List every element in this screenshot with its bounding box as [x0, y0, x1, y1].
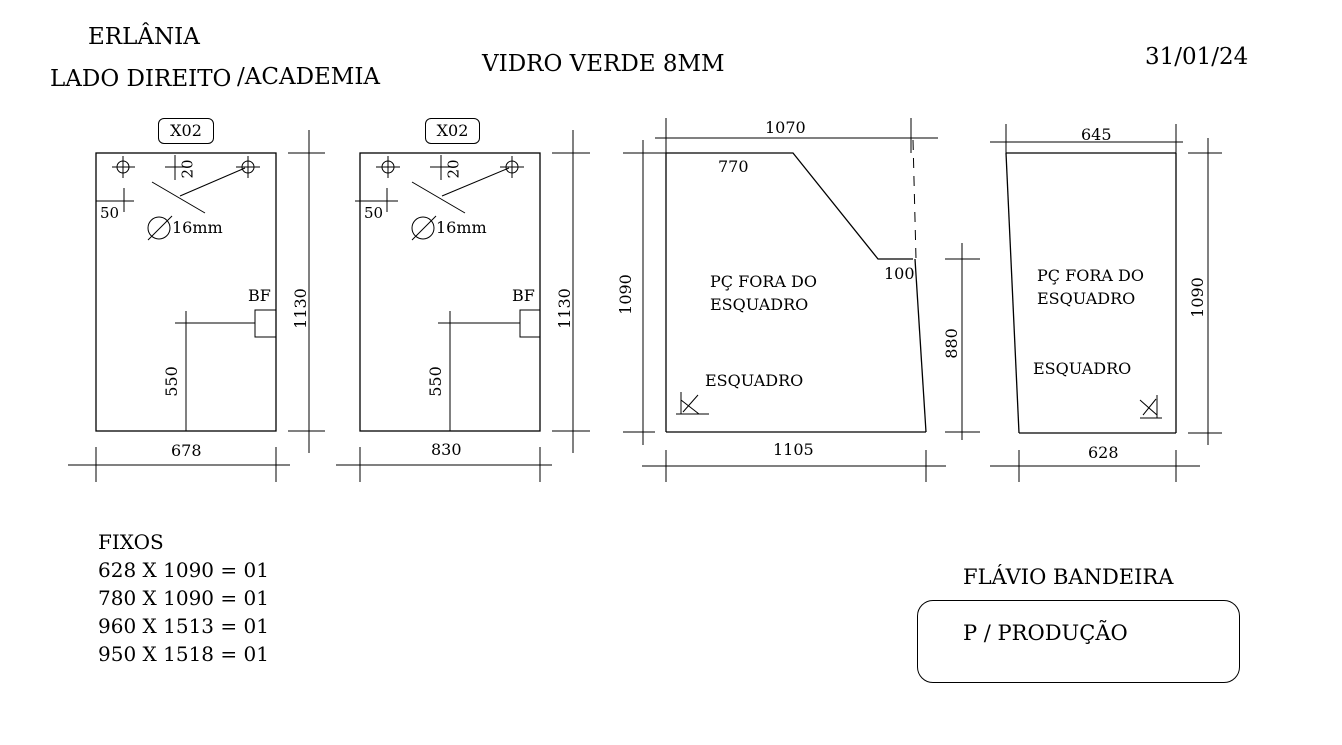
panel-4-square-label: ESQUADRO — [1033, 359, 1132, 378]
panel-2-height: 1130 — [554, 288, 574, 329]
location-label: /ACADEMIA — [237, 64, 381, 90]
panel-2-drawing — [336, 130, 590, 482]
panel-1-height: 1130 — [290, 288, 310, 329]
side-label: LADO DIREITO — [50, 66, 232, 92]
drawing-date: 31/01/24 — [1145, 44, 1249, 70]
panel-3-bottom-width: 1105 — [773, 440, 814, 459]
panel-2-hole-offset-side: 50 — [364, 204, 384, 222]
panel-1-tag: X02 — [158, 118, 214, 144]
panel-1-width: 678 — [171, 441, 202, 460]
panel-3-square-label: ESQUADRO — [705, 371, 804, 390]
production-stamp — [917, 600, 1240, 683]
panel-1-latch-height: 550 — [161, 366, 181, 397]
production-stamp-label: P / PRODUÇÃO — [963, 621, 1128, 645]
fixed-list-item: 780 X 1090 = 01 — [98, 586, 269, 610]
panel-3-note-line-2: ESQUADRO — [710, 295, 809, 314]
panel-1-hole-offset-top: 20 — [178, 159, 197, 179]
panel-1-latch-box — [254, 309, 277, 338]
panel-3-cut-start: 770 — [718, 157, 749, 176]
panel-3-note-line-1: PÇ FORA DO — [710, 272, 817, 291]
panel-2-hole-diameter: 16mm — [436, 218, 487, 237]
signature-name: FLÁVIO BANDEIRA — [963, 565, 1174, 589]
panel-3-left-height: 1090 — [615, 274, 635, 315]
fixed-list-item: 950 X 1518 = 01 — [98, 642, 269, 666]
panel-1-hole-offset-side: 50 — [100, 204, 120, 222]
panel-2-latch-box — [519, 309, 541, 338]
panel-4-note-line-1: PÇ FORA DO — [1037, 266, 1144, 285]
client-name: ERLÂNIA — [88, 24, 200, 50]
panel-3-cut-drop: 100 — [884, 264, 915, 283]
panel-4-note-line-2: ESQUADRO — [1037, 289, 1136, 308]
panel-3-right-height: 880 — [941, 328, 961, 359]
fixed-list-item: 960 X 1513 = 01 — [98, 614, 269, 638]
panel-4-top-width: 645 — [1081, 125, 1112, 144]
panel-2-tag: X02 — [425, 118, 480, 144]
panel-2-latch-label: BF — [512, 286, 535, 305]
panel-3-square-mark-icon — [676, 392, 709, 415]
panel-1-drawing — [68, 130, 325, 482]
panel-2-latch-height: 550 — [425, 366, 445, 397]
fixed-list-item: 628 X 1090 = 01 — [98, 558, 269, 582]
panel-3-drawing — [623, 118, 980, 482]
panel-1-latch-label: BF — [248, 286, 271, 305]
panel-2-width: 830 — [431, 440, 462, 459]
panel-4-height: 1090 — [1187, 277, 1207, 318]
panel-4-square-mark-icon — [1139, 395, 1162, 419]
material-label: VIDRO VERDE 8MM — [482, 51, 725, 77]
panel-4-drawing — [990, 124, 1222, 482]
fixed-list-title: FIXOS — [98, 530, 164, 554]
panel-4-bottom-width: 628 — [1088, 443, 1119, 462]
panel-1-hole-diameter: 16mm — [172, 218, 223, 237]
panel-2-hole-offset-top: 20 — [444, 159, 463, 179]
panel-3-top-width: 1070 — [765, 118, 806, 137]
